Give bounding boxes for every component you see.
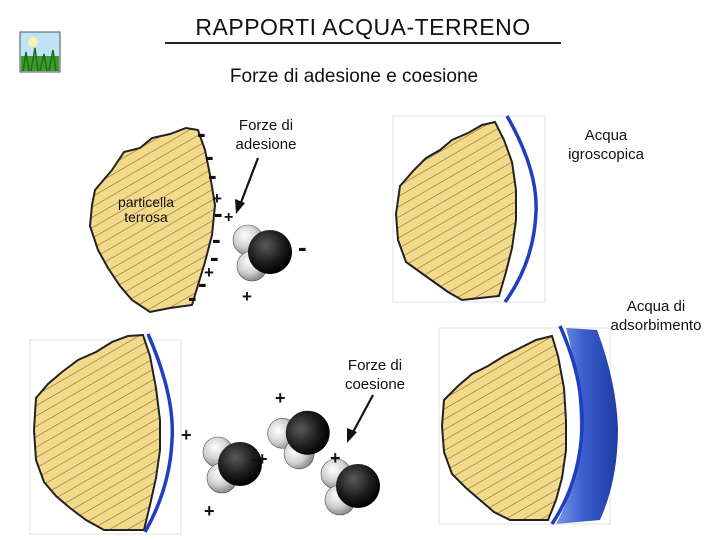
slide-title: RAPPORTI ACQUA-TERRENO	[0, 14, 720, 41]
svg-text:-: -	[298, 232, 307, 262]
adsorption-panel	[439, 326, 618, 524]
hygroscopic-label-line2: igroscopica	[548, 145, 664, 164]
particle-label: particella terrosa	[106, 195, 186, 225]
adhesion-label-line2: adesione	[218, 135, 314, 154]
svg-text:+: +	[181, 425, 192, 445]
cohesion-label: Forze di coesione	[332, 356, 418, 394]
svg-text:+: +	[212, 189, 222, 208]
cohesion-arrow	[347, 395, 373, 443]
hygroscopic-label-line1: Acqua	[548, 126, 664, 145]
svg-text:-: -	[208, 160, 217, 190]
svg-text:-: -	[188, 282, 197, 312]
cohesion-panel: + + -+ + - +	[30, 334, 380, 534]
svg-text:+: +	[242, 287, 252, 306]
title-underline	[165, 42, 561, 44]
water-molecule	[233, 225, 292, 281]
adsorption-label: Acqua di adsorbimento	[592, 297, 720, 335]
svg-text:+: +	[204, 501, 215, 521]
adhesion-label: Forze di adesione	[218, 116, 314, 154]
cohesion-label-line2: coesione	[332, 375, 418, 394]
hygroscopic-panel	[393, 116, 545, 302]
adsorption-label-line2: adsorbimento	[592, 316, 720, 335]
adsorption-label-line1: Acqua di	[592, 297, 720, 316]
adhesion-label-line1: Forze di	[218, 116, 314, 135]
svg-text:+: +	[224, 209, 233, 226]
cohesion-label-line1: Forze di	[332, 356, 418, 375]
svg-text:-: -	[323, 429, 329, 449]
svg-text:+: +	[275, 388, 286, 408]
particle-label-line1: particella	[106, 195, 186, 210]
slide-subtitle: Forze di adesione e coesione	[0, 66, 708, 88]
adhesion-arrow	[235, 158, 258, 214]
hygroscopic-label: Acqua igroscopica	[548, 126, 664, 164]
particle-label-line2: terrosa	[106, 210, 186, 225]
svg-text:+: +	[330, 448, 341, 468]
svg-text:+: +	[204, 263, 214, 282]
svg-text:-+: -+	[251, 449, 268, 469]
